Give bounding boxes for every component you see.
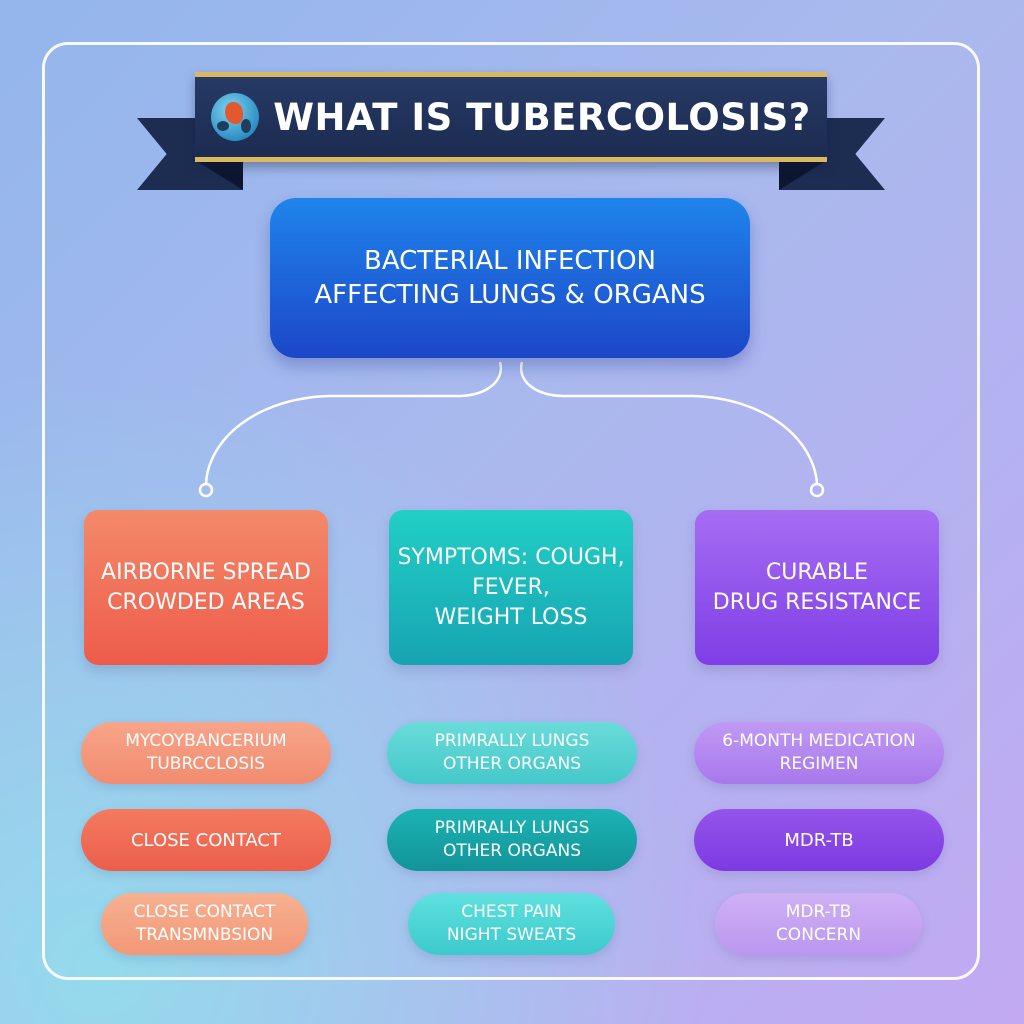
category-symptoms: SYMPTOMS: COUGH, FEVER, WEIGHT LOSS: [389, 510, 633, 665]
pill-text: MYCOYBANCERIUM: [125, 731, 287, 751]
pill-text: CONCERN: [775, 925, 862, 945]
main-line-1: BACTERIAL INFECTION: [363, 246, 657, 276]
pill-text: CLOSE CONTACT: [133, 902, 276, 922]
category-symptoms-line-3: WEIGHT LOSS: [434, 604, 588, 630]
pill-text: TUBRCCLOSIS: [146, 754, 266, 774]
category-treatment-line-1: CURABLE: [765, 559, 869, 585]
pill-transmission-1: MYCOYBANCERIUM TUBRCCLOSIS: [81, 722, 331, 784]
pill-text: NIGHT SWEATS: [446, 925, 577, 945]
pill-symptoms-1: PRIMRALLY LUNGS OTHER ORGANS: [387, 722, 637, 784]
pill-text: 6-MONTH MEDICATION: [722, 731, 916, 751]
pill-text: PRIMRALLY LUNGS: [434, 818, 590, 838]
globe-icon: [211, 93, 260, 141]
category-symptoms-line-2: FEVER,: [472, 574, 550, 600]
category-treatment: CURABLE DRUG RESISTANCE: [695, 510, 939, 665]
connector-right: [519, 361, 819, 485]
pill-transmission-2: CLOSE CONTACT: [81, 809, 331, 871]
main-line-2: AFFECTING LUNGS & ORGANS: [314, 280, 706, 310]
category-treatment-line-2: DRUG RESISTANCE: [712, 589, 922, 615]
connector-node-right: [809, 482, 825, 498]
title-ribbon: WHAT IS TUBERCOLOSIS?: [195, 72, 827, 162]
pill-text: MDR-TB: [784, 829, 854, 851]
pill-transmission-3: CLOSE CONTACT TRANSMNBSION: [101, 893, 308, 955]
main-definition-box: BACTERIAL INFECTION AFFECTING LUNGS & OR…: [270, 198, 750, 358]
pill-text: CLOSE CONTACT: [130, 829, 281, 851]
pill-text: CHEST PAIN: [461, 902, 562, 922]
category-transmission-line-1: AIRBORNE SPREAD: [101, 559, 311, 585]
category-transmission: AIRBORNE SPREAD CROWDED AREAS: [84, 510, 328, 665]
connector-left: [204, 361, 503, 485]
connector-node-left: [198, 482, 214, 498]
pill-text: REGIMEN: [779, 754, 859, 774]
pill-treatment-2: MDR-TB: [694, 809, 944, 871]
pill-text: MDR-TB: [785, 902, 852, 922]
category-symptoms-line-1: SYMPTOMS: COUGH,: [397, 544, 625, 570]
page-title: WHAT IS TUBERCOLOSIS?: [273, 95, 811, 139]
pill-text: PRIMRALLY LUNGS: [434, 731, 590, 751]
pill-text: OTHER ORGANS: [442, 754, 581, 774]
pill-text: TRANSMNBSION: [135, 925, 274, 945]
category-transmission-line-2: CROWDED AREAS: [107, 589, 305, 615]
pill-text: OTHER ORGANS: [442, 841, 581, 861]
pill-symptoms-2: PRIMRALLY LUNGS OTHER ORGANS: [387, 809, 637, 871]
pill-treatment-1: 6-MONTH MEDICATION REGIMEN: [694, 722, 944, 784]
pill-symptoms-3: CHEST PAIN NIGHT SWEATS: [408, 893, 615, 955]
content-frame: [42, 42, 980, 980]
pill-treatment-3: MDR-TB CONCERN: [715, 893, 922, 955]
